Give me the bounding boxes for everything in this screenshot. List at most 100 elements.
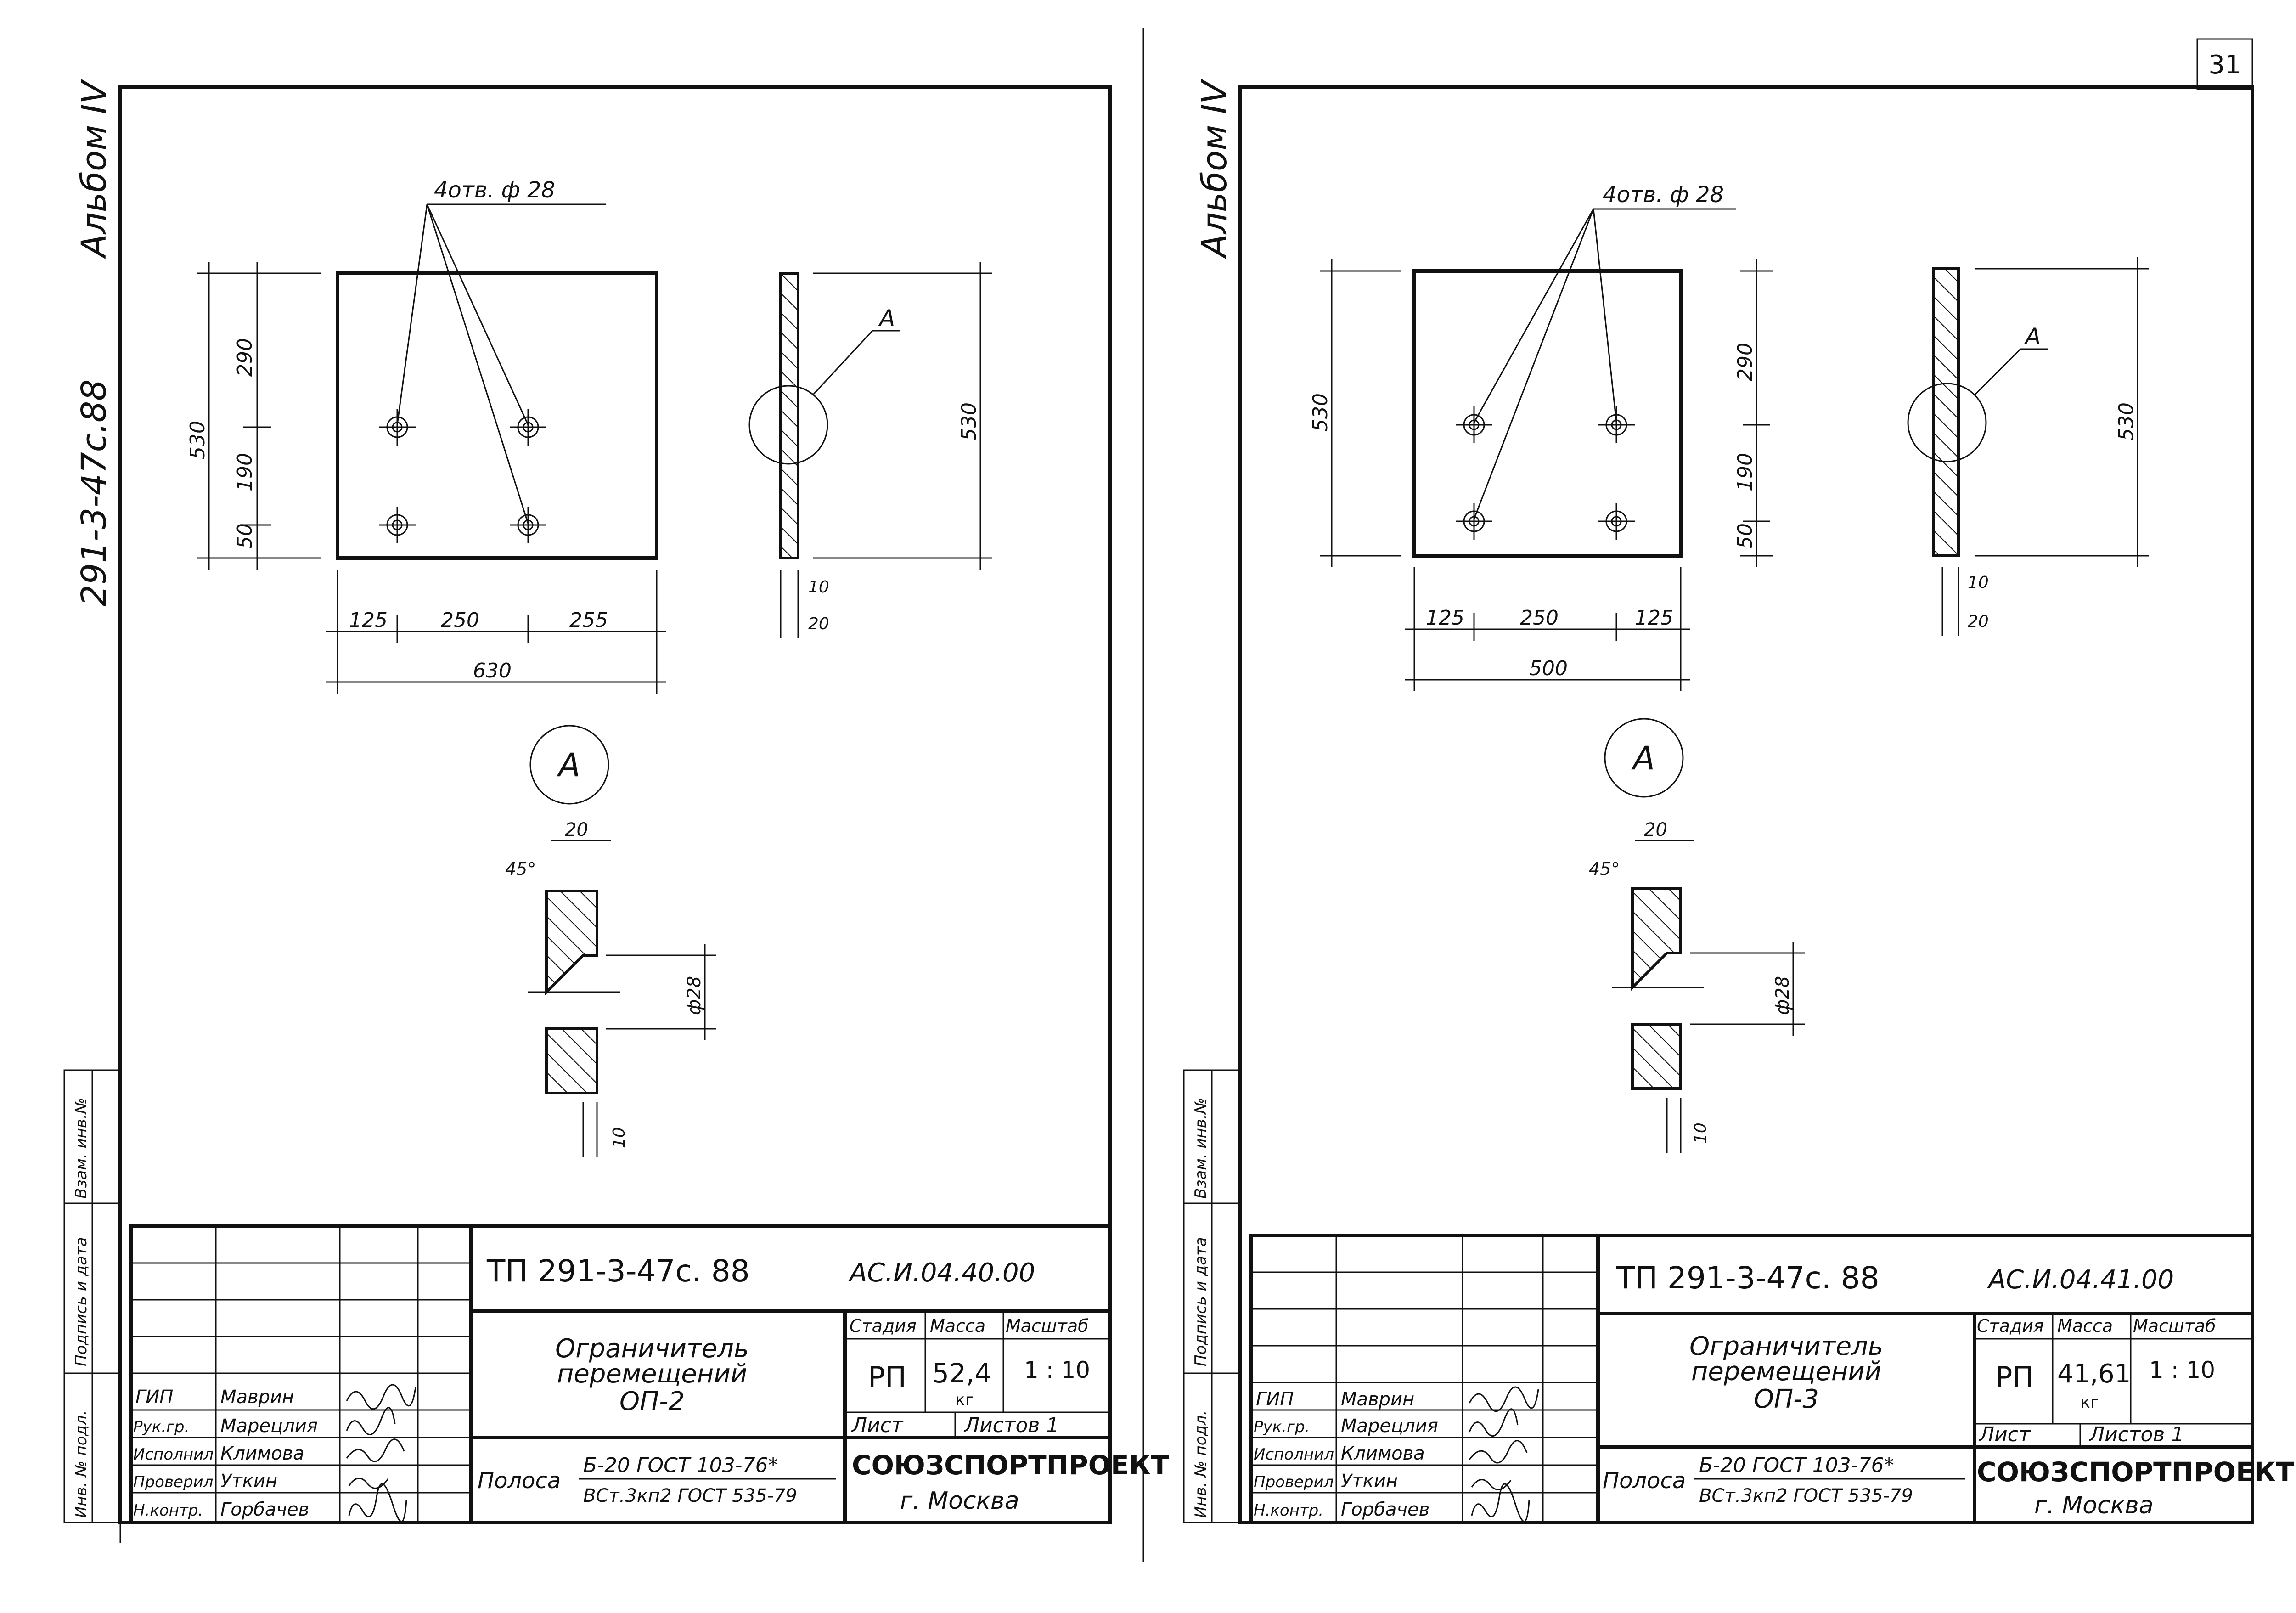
mass-unit: кг [2080, 1393, 2099, 1412]
dim-side-height: 530 [2115, 402, 2138, 441]
person-name: Климова [220, 1443, 304, 1464]
stamp-inv-orig: Инв. № подл. [72, 1410, 90, 1518]
stage-head: Стадия [850, 1316, 917, 1336]
material-label: Полоса [478, 1468, 561, 1494]
mass-unit: кг [955, 1391, 974, 1410]
detail-dim-t: 10 [1691, 1122, 1710, 1144]
dim-side-height: 530 [957, 402, 981, 441]
person-role: ГИП [135, 1387, 173, 1408]
name-line2: перемещений [557, 1359, 747, 1389]
person-name: Климова [1341, 1443, 1425, 1464]
dim-overall-width: 500 [1529, 657, 1568, 680]
dim-w2: 250 [1520, 606, 1559, 630]
stage-value: РП [1995, 1360, 2034, 1394]
person-name: Марецлия [220, 1416, 318, 1437]
hole [379, 507, 416, 543]
city: г. Москва [2034, 1492, 2154, 1519]
dim-w1: 125 [349, 609, 388, 632]
hole [1456, 406, 1492, 443]
material-top: Б-20 ГОСТ 103-76* [583, 1454, 778, 1477]
page-number-box: 31 [2196, 38, 2253, 90]
person-role: Рук.гр. [133, 1418, 189, 1436]
dim-overall-height: 530 [1309, 393, 1332, 432]
dim-w3: 255 [569, 609, 608, 632]
stamp-inv-orig: Инв. № подл. [1192, 1410, 1210, 1518]
hole [1456, 503, 1492, 540]
person-role: Н.контр. [133, 1501, 203, 1520]
dim-t2: 20 [1968, 612, 1989, 631]
plate-front-view: 4отв. ф 28 [336, 177, 658, 560]
dim-t2: 20 [808, 615, 829, 633]
detail-dim-angle: 45° [505, 859, 536, 879]
stage-head: Стадия [1977, 1316, 2044, 1336]
sheets-label: Листов 1 [963, 1414, 1059, 1437]
people-list: ГИП Маврин Рук.гр. Марецлия Исполнил Кли… [133, 1387, 318, 1520]
detail-dim-dia: ф28 [1772, 976, 1793, 1015]
dim-h1: 290 [1733, 343, 1757, 381]
mass-head: Масса [930, 1316, 985, 1336]
person-role: Исполнил [133, 1445, 214, 1464]
person-name: Маврин [1341, 1389, 1414, 1410]
section-callout: А [878, 305, 895, 332]
dim-t1: 10 [1968, 573, 1989, 592]
material-bottom: ВСт.3кп2 ГОСТ 535-79 [1699, 1485, 1913, 1506]
dim-h3: 50 [233, 523, 257, 549]
dim-h1: 290 [233, 338, 257, 377]
page-number: 31 [2208, 50, 2241, 80]
sheets-label: Листов 1 [2088, 1423, 2184, 1446]
material-label: Полоса [1603, 1468, 1686, 1494]
person-role: Исполнил [1254, 1445, 1334, 1464]
stamp-sign-date: Подпись и дата [1192, 1237, 1210, 1366]
name-line2: перемещений [1691, 1357, 1881, 1387]
name-line3: ОП-2 [619, 1387, 685, 1416]
hole [1598, 406, 1635, 443]
hole-callout: 4отв. ф 28 [1603, 182, 1724, 208]
name-line1: Ограничитель [1689, 1331, 1883, 1361]
material-bottom: ВСт.3кп2 ГОСТ 535-79 [583, 1485, 797, 1506]
scale-head: Масштаб [1006, 1316, 1089, 1336]
hole-callout: 4отв. ф 28 [434, 177, 555, 203]
detail-dim-t: 10 [610, 1127, 629, 1148]
dim-w2: 250 [441, 609, 479, 632]
hole [510, 409, 546, 446]
person-name: Уткин [220, 1471, 277, 1492]
person-role: ГИП [1256, 1389, 1294, 1410]
name-line1: Ограничитель [555, 1334, 749, 1364]
dim-w1: 125 [1426, 606, 1464, 630]
plate-front-view: 4отв. ф 28 [1412, 182, 1736, 558]
project-code: ТП 291-3-47с. 88 [486, 1253, 750, 1289]
detail-a: А 20 45° ф28 10 [1589, 718, 1805, 1153]
dim-overall-height: 530 [186, 421, 209, 459]
person-name: Горбачев [220, 1499, 309, 1520]
stamp-sign-date: Подпись и дата [72, 1237, 90, 1366]
doc-code: АС.И.04.41.00 [1987, 1265, 2174, 1295]
dims-vertical: 530 290 190 50 [1309, 259, 1773, 567]
stamp-replace-inv: Взам. инв.№ [1192, 1098, 1210, 1199]
city: г. Москва [900, 1487, 1019, 1515]
stage-value: РП [868, 1360, 906, 1394]
mass-value: 52,4 [932, 1358, 991, 1389]
org-name: СОЮЗСПОРТПРОЕКТ [1977, 1456, 2294, 1488]
dims-horizontal: 125 250 125 500 [1405, 567, 1690, 691]
sheet-right: Альбом IV Взам. инв.№ Подпись и дата Инв… [1183, 79, 2294, 1524]
sheet-frame [118, 85, 1112, 1524]
signatures [1469, 1386, 1539, 1522]
person-role: Н.контр. [1254, 1501, 1323, 1520]
signatures [346, 1384, 416, 1522]
doc-code: АС.И.04.40.00 [848, 1258, 1035, 1288]
mass-head: Масса [2057, 1316, 2113, 1336]
name-line3: ОП-3 [1754, 1384, 1819, 1414]
sheet-label: Лист [1978, 1423, 2031, 1446]
hole [1598, 503, 1635, 540]
dim-overall-width: 630 [473, 659, 512, 682]
scale-value: 1 : 10 [1024, 1357, 1090, 1383]
org-name: СОЮЗСПОРТПРОЕКТ [852, 1449, 1169, 1481]
stamp-replace-inv: Взам. инв.№ [72, 1098, 90, 1199]
dim-h2: 190 [233, 453, 257, 491]
dims-vertical: 530 290 190 50 [186, 262, 321, 570]
people-list: ГИП Маврин Рук.гр. Марецлия Исполнил Кли… [1254, 1389, 1438, 1520]
plate-side-view: А 530 10 20 [1907, 257, 2149, 636]
material-top: Б-20 ГОСТ 103-76* [1699, 1454, 1894, 1477]
person-name: Уткин [1341, 1471, 1398, 1492]
